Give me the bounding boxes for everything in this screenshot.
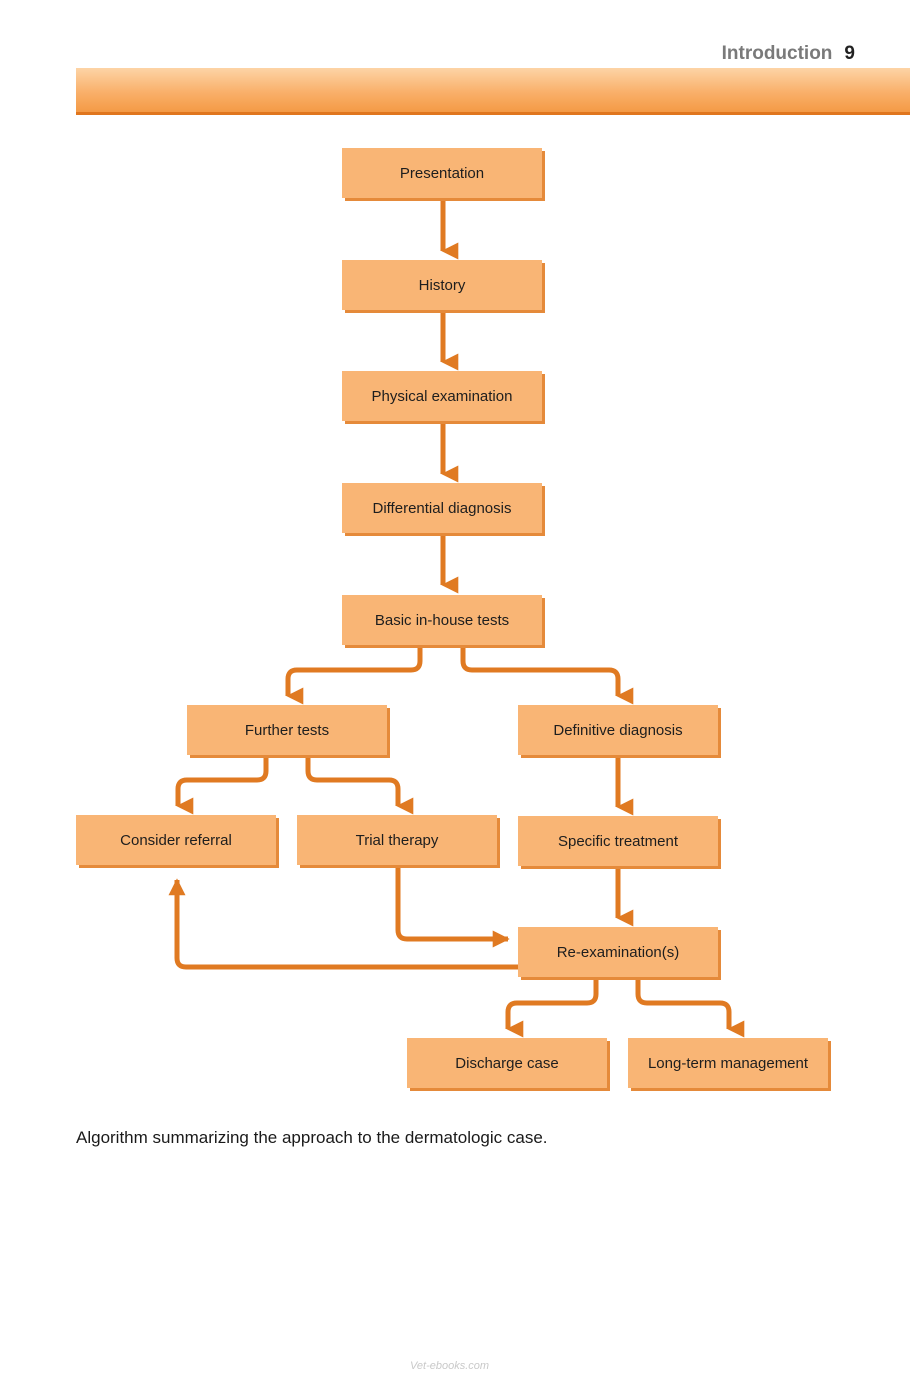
node-consider-referral: Consider referral (76, 815, 276, 865)
arrow-further-trial (305, 757, 414, 815)
arrow-reexam-discharge (505, 980, 599, 1038)
node-history: History (342, 260, 542, 310)
arrow-basic-definitive (460, 648, 634, 705)
node-re-examination: Re-examination(s) (518, 927, 718, 977)
node-presentation: Presentation (342, 148, 542, 198)
node-physical-examination: Physical examination (342, 371, 542, 421)
node-further-tests: Further tests (187, 705, 387, 755)
watermark: Vet-ebooks.com (410, 1360, 490, 1372)
node-discharge-case: Discharge case (407, 1038, 607, 1088)
node-differential-diagnosis: Differential diagnosis (342, 483, 542, 533)
arrow-reexam-longterm (635, 980, 745, 1038)
node-specific-treatment: Specific treatment (518, 816, 718, 866)
section-title: Introduction (721, 43, 833, 64)
node-basic-in-house-tests: Basic in-house tests (342, 595, 542, 645)
figure-caption: Algorithm summarizing the approach to th… (76, 1128, 548, 1147)
running-header: Introduction 9 (722, 43, 855, 65)
page-number: 9 (844, 43, 855, 64)
header-banner (76, 68, 910, 115)
arrow-reexam-referral (168, 878, 520, 970)
node-definitive-diagnosis: Definitive diagnosis (518, 705, 718, 755)
node-long-term-management: Long-term management (628, 1038, 828, 1088)
node-trial-therapy: Trial therapy (297, 815, 497, 865)
arrow-trial-reexam (395, 867, 510, 948)
arrow-further-referral (175, 757, 269, 815)
arrow-basic-further (285, 648, 423, 705)
